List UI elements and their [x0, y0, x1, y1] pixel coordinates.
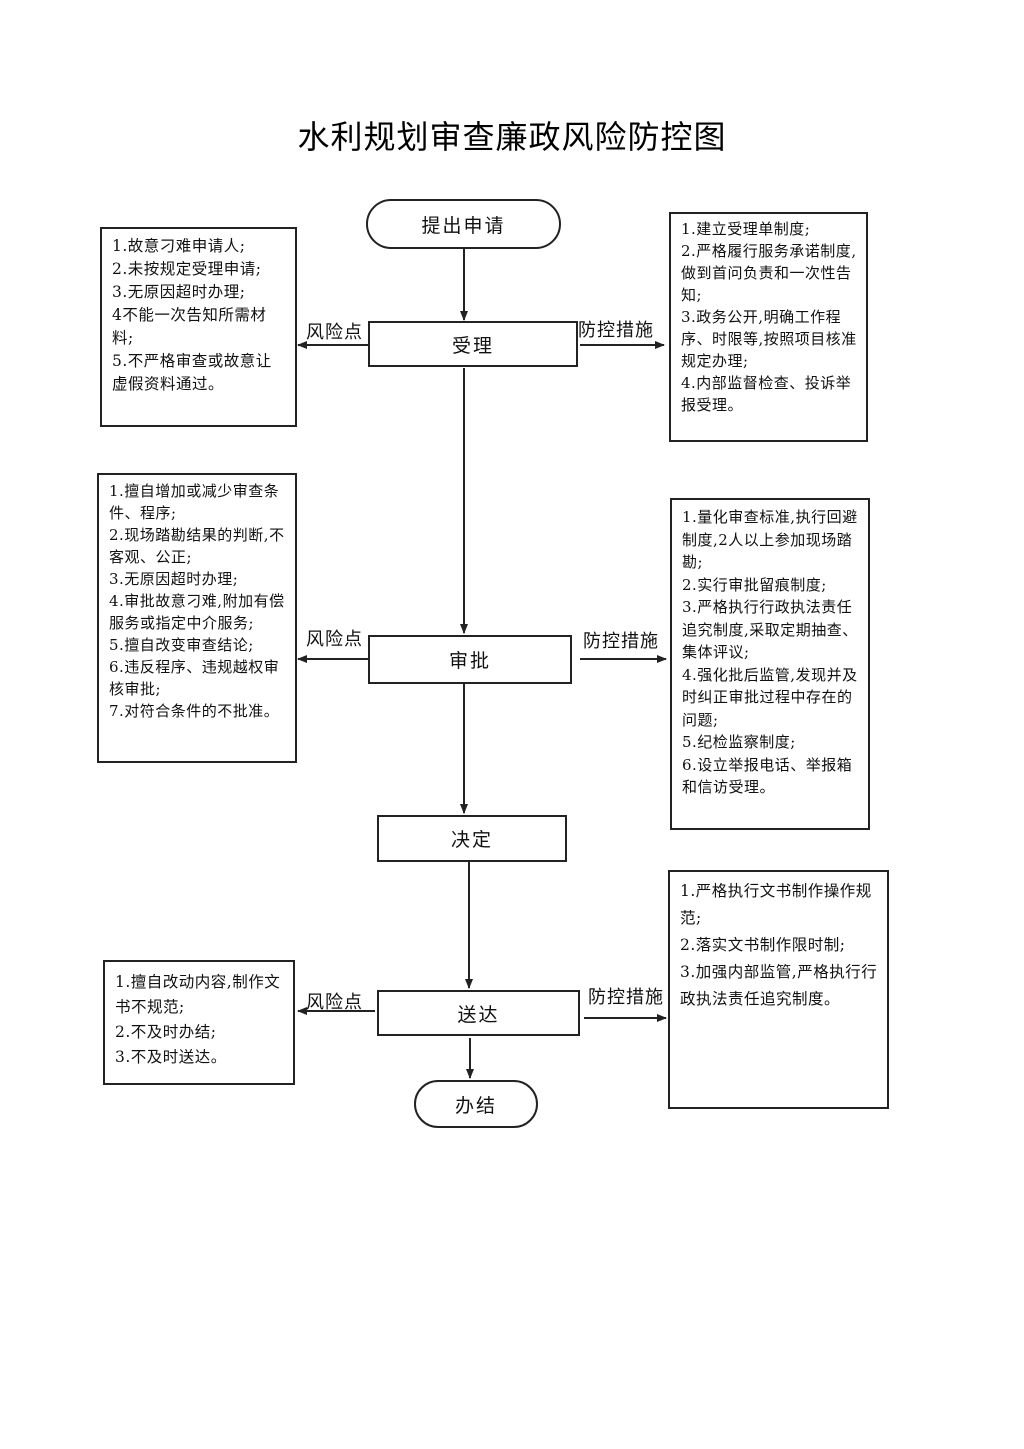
risk-label-deliver: 风险点 — [306, 992, 363, 1013]
control-label-deliver: 防控措施 — [588, 987, 664, 1008]
node-deliver: 送达 — [377, 990, 580, 1036]
approve-control-box: 1.量化审查标准,执行回避制度,2人以上参加现场踏勘; 2.实行审批留痕制度; 3.… — [670, 498, 870, 830]
node-accept: 受理 — [368, 321, 578, 367]
list-item: 2.严格履行服务承诺制度,做到首问负责和一次性告知; — [681, 242, 857, 304]
node-finish: 办结 — [414, 1080, 538, 1128]
list-item: 2.现场踏勘结果的判断,不客观、公正; — [109, 526, 285, 566]
list-item: 2.不及时办结; — [115, 1023, 217, 1041]
list-item: 1.擅自改动内容,制作文书不规范; — [115, 973, 281, 1016]
list-item: 6.设立举报电话、举报箱和信访受理。 — [682, 755, 853, 797]
list-item: 3.不及时送达。 — [115, 1048, 227, 1066]
list-item: 1.擅自增加或减少审查条件、程序; — [109, 482, 280, 522]
accept-control-box: 1.建立受理单制度; 2.严格履行服务承诺制度,做到首问负责和一次性告知;3.政务… — [669, 212, 868, 442]
deliver-risk-box: 1.擅自改动内容,制作文书不规范; 2.不及时办结; 3.不及时送达。 — [103, 960, 295, 1085]
risk-label-accept: 风险点 — [306, 322, 363, 343]
list-item: 6.违反程序、违规越权审核审批; — [109, 658, 280, 698]
list-item: 5.不严格审查或故意让虚假资料通过。 — [112, 352, 272, 393]
list-item: 3.政务公开,明确工作程序、时限等,按照项目核准规定办理; — [681, 308, 857, 370]
control-label-accept: 防控措施 — [578, 320, 654, 341]
list-item: 1.量化审查标准,执行回避制度,2人以上参加现场踏勘; — [682, 508, 858, 571]
list-item: 1.故意刁难申请人; — [112, 237, 246, 255]
list-item: 1.严格执行文书制作操作规范; — [680, 882, 872, 927]
list-item: 4.强化批后监管,发现并及时纠正审批过程中存在的问题; — [682, 665, 858, 729]
list-item: 4不能一次告知所需材料; — [112, 306, 267, 347]
node-decide: 决定 — [377, 815, 567, 862]
list-item: 5.擅自改变审查结论; — [109, 636, 254, 654]
list-item: 4.审批故意刁难,附加有偿服务或指定中介服务; — [109, 592, 285, 632]
approve-risk-box: 1.擅自增加或减少审查条件、程序;2.现场踏勘结果的判断,不客观、公正; 3.无原… — [97, 473, 297, 763]
page-title: 水利规划审查廉政风险防控图 — [297, 118, 727, 156]
list-item: 1.建立受理单制度; — [681, 220, 811, 238]
list-item: 4.内部监督检查、投诉举报受理。 — [681, 374, 852, 414]
control-label-approve: 防控措施 — [583, 631, 659, 652]
list-item: 3.无原因超时办理; — [109, 570, 239, 588]
list-item: 2.落实文书制作限时制; — [680, 936, 846, 954]
list-item: 7.对符合条件的不批准。 — [109, 702, 280, 720]
list-item: 2.实行审批留痕制度; — [682, 575, 827, 594]
list-item: 5.纪检监察制度; — [682, 733, 796, 751]
deliver-control-box: 1.严格执行文书制作操作规范; 2.落实文书制作限时制; 3.加强内部监管,严格执行… — [668, 870, 889, 1109]
risk-label-approve: 风险点 — [306, 629, 363, 650]
list-item: 3.加强内部监管,严格执行行政执法责任追究制度。 — [680, 963, 878, 1008]
list-item: 3.严格执行行政执法责任追究制度,采取定期抽查、集体评议; — [682, 598, 858, 661]
list-item: 2.未按规定受理申请; — [112, 260, 262, 278]
list-item: 3.无原因超时办理; — [112, 283, 246, 301]
node-start: 提出申请 — [366, 199, 561, 249]
node-approve: 审批 — [368, 635, 572, 684]
accept-risk-box: 1.故意刁难申请人; 2.未按规定受理申请; 3.无原因超时办理; 4不能一次告知所需… — [100, 227, 297, 427]
